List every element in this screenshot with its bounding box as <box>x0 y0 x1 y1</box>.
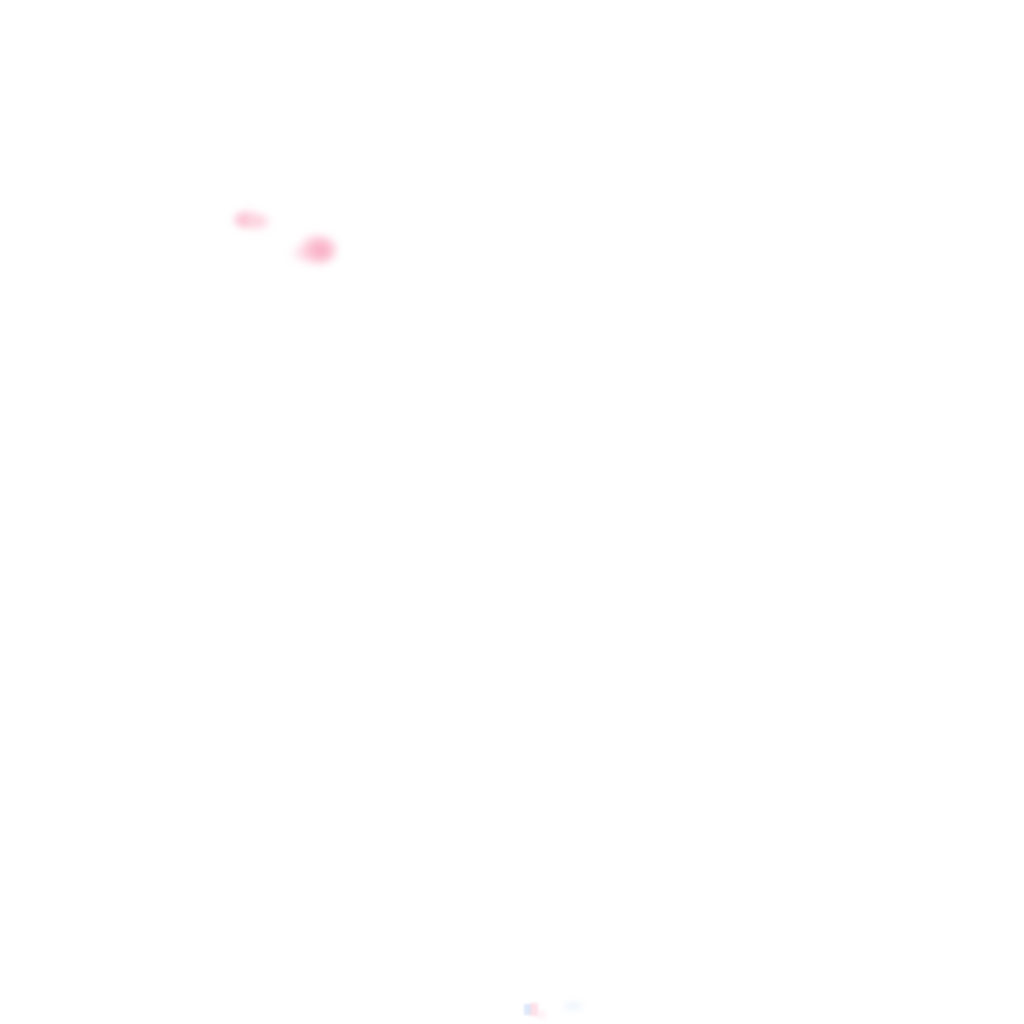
pink-blob-crescent <box>228 202 280 242</box>
blob-rounded-tail <box>287 245 315 263</box>
blob-rounded-deep <box>310 241 334 261</box>
faint-blue-wisp <box>560 998 586 1014</box>
blob-crescent-core <box>234 208 270 230</box>
blob-crescent-lobe <box>248 213 272 231</box>
artifact-pale-pixel <box>537 1010 546 1019</box>
pink-blob-rounded <box>286 226 346 278</box>
blob-crescent-wisp <box>230 214 252 230</box>
artifact-pink-pixel <box>530 1003 538 1016</box>
blob-rounded-core <box>298 234 338 266</box>
faint-pixel-artifact <box>518 998 588 1024</box>
artifact-blue-pixel <box>524 1004 531 1015</box>
